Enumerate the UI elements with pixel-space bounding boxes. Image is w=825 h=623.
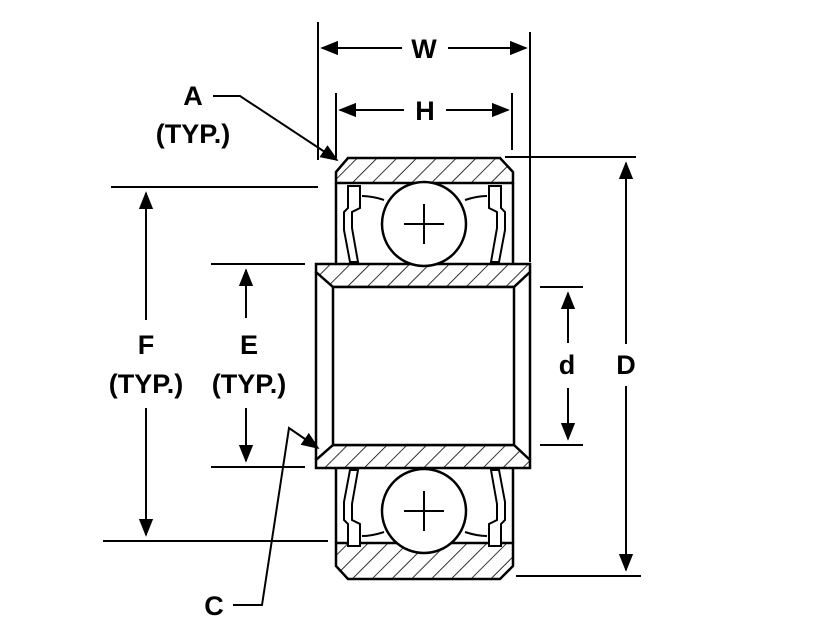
label-w: W	[411, 34, 437, 64]
label-f: F	[138, 330, 155, 360]
label-a-typ: (TYP.)	[156, 119, 231, 149]
label-h: H	[415, 96, 435, 126]
ball-bottom	[380, 467, 468, 555]
label-c: C	[204, 591, 224, 621]
shield-top-right	[488, 185, 506, 263]
dimension-f: F (TYP.)	[103, 186, 328, 542]
outer-ring-top	[334, 156, 515, 185]
leader-c: C	[204, 426, 320, 621]
label-d-small: d	[559, 350, 576, 380]
shield-top-left	[343, 185, 361, 263]
dimension-w: W	[317, 22, 531, 262]
label-e-typ: (TYP.)	[212, 369, 287, 399]
dimension-d-bore: d	[540, 286, 583, 446]
shield-bottom-right	[488, 469, 506, 547]
inner-ring-bottom	[314, 443, 532, 470]
bore	[331, 285, 516, 447]
leader-a: A (TYP.)	[156, 81, 339, 161]
label-d-large: D	[616, 350, 636, 380]
label-a: A	[183, 81, 203, 111]
dimension-e: E (TYP.)	[211, 263, 305, 468]
label-e: E	[240, 330, 258, 360]
dimension-h: H	[335, 93, 513, 158]
bearing-cross-section	[314, 156, 532, 581]
ball-top	[380, 180, 468, 268]
shield-bottom-left	[343, 469, 361, 547]
dimension-d-outer: D	[505, 156, 641, 577]
label-f-typ: (TYP.)	[109, 369, 184, 399]
inner-ring-top	[314, 262, 532, 289]
